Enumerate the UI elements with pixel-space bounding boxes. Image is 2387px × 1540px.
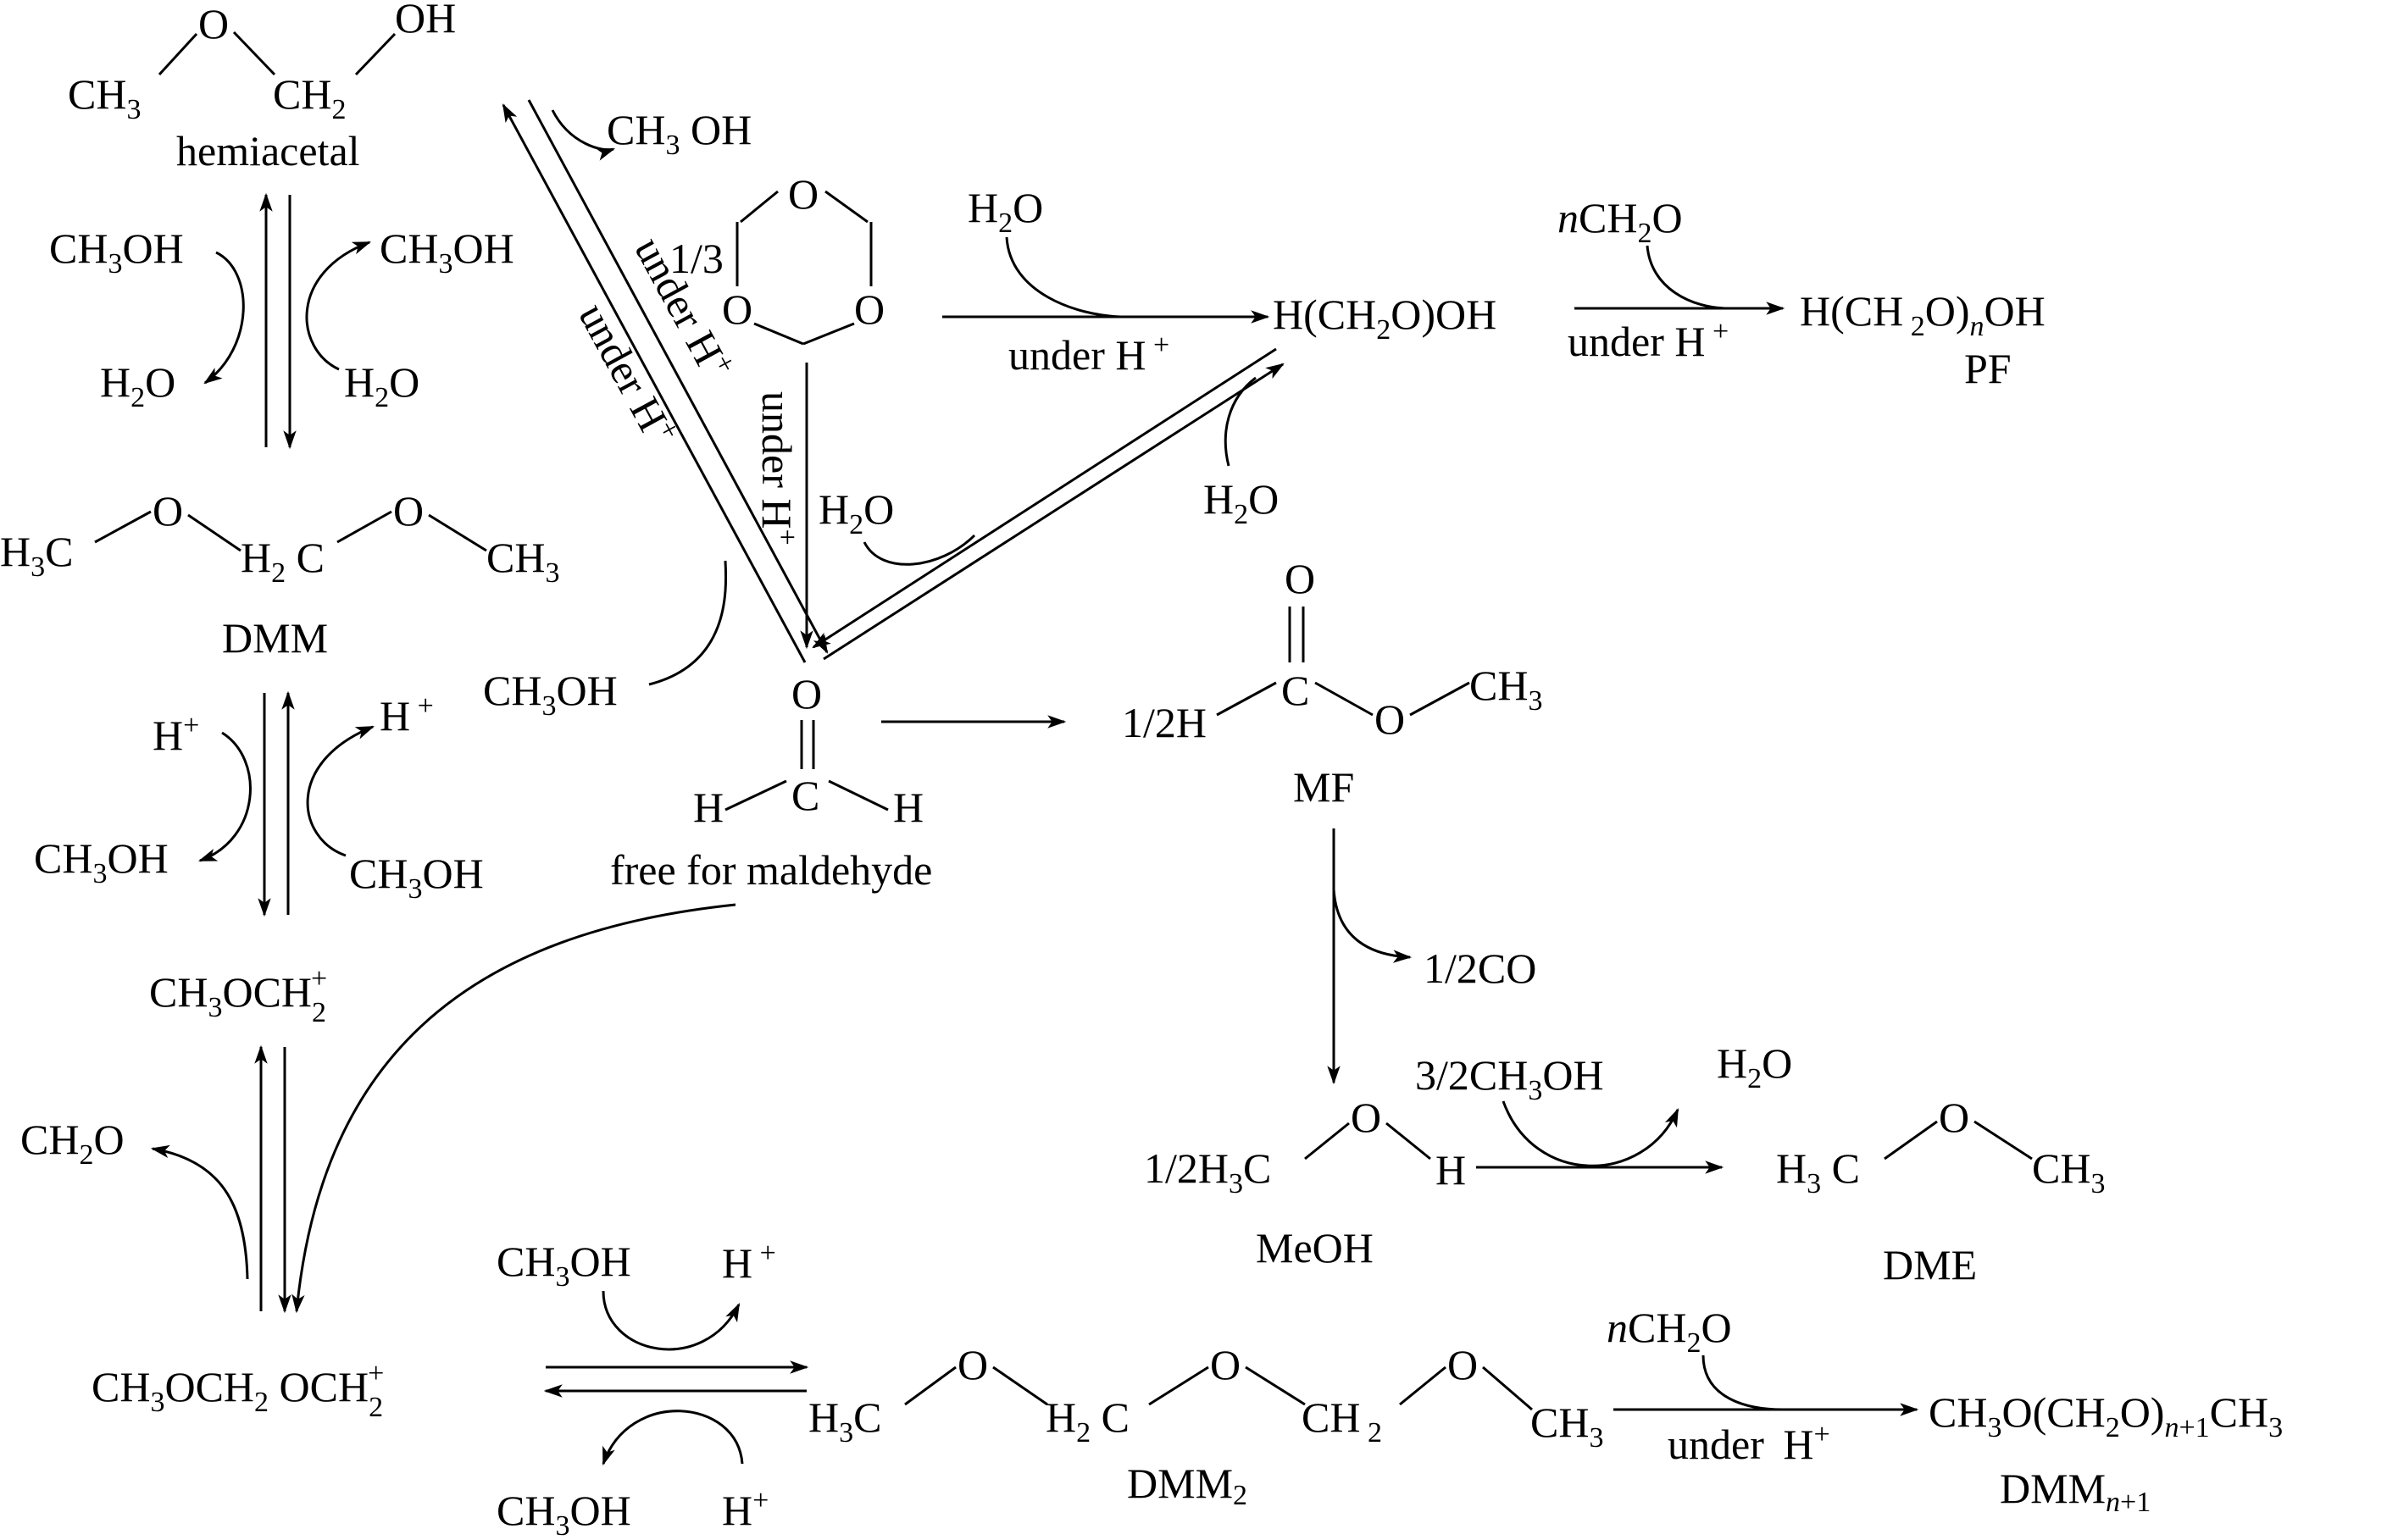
svg-text:CH3OH: CH3OH	[497, 1238, 631, 1293]
svg-text:O: O	[722, 285, 752, 333]
svg-text:O: O	[1939, 1094, 1969, 1141]
svg-text:C: C	[1281, 667, 1309, 714]
svg-text:1/2H: 1/2H	[1122, 699, 1207, 746]
dme-structure: H3 C O CH3 DME	[1776, 1094, 2105, 1288]
svg-text:1/2CO: 1/2CO	[1424, 944, 1536, 992]
dme-label: DME	[1883, 1241, 1977, 1288]
meoh-label: MeOH	[1256, 1224, 1374, 1271]
trioxane-decomposition: under H+	[753, 363, 813, 650]
methyl-formate-structure: 1/2H O C O CH3 MF	[1122, 555, 1542, 811]
svg-text:O: O	[1374, 695, 1405, 743]
svg-text:H +: H +	[380, 690, 434, 740]
svg-text:H3C: H3C	[808, 1393, 881, 1449]
hemiacetal-dmm-equilibrium: CH3OH H2O CH3OH H2O	[49, 192, 514, 450]
svg-text:CH3OH: CH3OH	[497, 1487, 631, 1540]
svg-text:O: O	[1210, 1341, 1241, 1388]
svg-text:under H+: under H+	[753, 391, 802, 546]
svg-text:H3 C: H3 C	[1776, 1144, 1860, 1199]
svg-text:H2O: H2O	[344, 358, 419, 413]
svg-text:CH3OCH2 OCH2+: CH3OCH2 OCH2+	[92, 1358, 384, 1423]
svg-text:CH3: CH3	[486, 534, 559, 589]
svg-text:H2O: H2O	[100, 358, 175, 413]
one-third-coefficient: 1/3	[669, 235, 724, 282]
svg-text:nCH2O: nCH2O	[1557, 194, 1683, 249]
svg-text:O: O	[1447, 1341, 1478, 1388]
svg-text:H(CH2O)OH: H(CH2O)OH	[1273, 291, 1496, 346]
svg-text:H2O: H2O	[1203, 475, 1279, 530]
svg-text:H+: H+	[722, 1485, 769, 1534]
dmm-label: DMM	[222, 614, 328, 662]
svg-text:CH3OCH2+: CH3OCH2+	[149, 963, 327, 1028]
mf-label: MF	[1293, 763, 1354, 811]
svg-text:3/2CH3OH: 3/2CH3OH	[1415, 1051, 1604, 1106]
svg-text:CH3OH: CH3OH	[349, 850, 484, 905]
svg-text:H: H	[693, 784, 724, 831]
formaldehyde-structure: O C H H free for maldehyde	[610, 670, 932, 894]
svg-text:O: O	[153, 487, 183, 535]
svg-text:H(CH 2O)nOH: H(CH 2O)nOH	[1800, 287, 2046, 342]
svg-text:under H +: under H +	[1008, 330, 1169, 379]
svg-text:CH3OH: CH3OH	[49, 224, 184, 280]
dme-formation: 3/2CH3OH H2O	[1415, 1039, 1792, 1174]
svg-text:CH3OH: CH3OH	[34, 834, 169, 889]
svg-text:H+: H+	[153, 710, 199, 759]
svg-text:CH2O: CH2O	[20, 1116, 125, 1171]
svg-text:H2 C: H2 C	[241, 534, 325, 589]
svg-text:H2O: H2O	[1717, 1039, 1792, 1094]
svg-text:O: O	[791, 670, 822, 717]
glycol-formaldehyde-equilibrium: H2O H2O	[812, 347, 1285, 661]
svg-text:CH3: CH3	[68, 70, 141, 125]
svg-text:H2O: H2O	[819, 485, 894, 540]
svg-text:O: O	[1285, 555, 1315, 602]
svg-text:O: O	[788, 170, 819, 218]
svg-text:OH: OH	[395, 0, 456, 42]
svg-text:O: O	[1351, 1094, 1381, 1141]
pf-label: PF	[1964, 345, 2012, 392]
hemiacetal-structure: CH3 O CH2 OH hemiacetal	[68, 0, 456, 174]
svg-text:nCH2O: nCH2O	[1607, 1304, 1732, 1359]
methylene-glycol: H(CH2O)OH	[1273, 291, 1496, 346]
svg-text:1/2H3C: 1/2H3C	[1144, 1144, 1271, 1199]
trioxane-hydrolysis: H2O under H +	[942, 184, 1270, 379]
methoxymethoxymethyl-cation: CH3OCH2 OCH2+	[92, 1358, 384, 1423]
svg-text:H +: H +	[722, 1238, 776, 1287]
svg-text:H3C: H3C	[0, 528, 73, 583]
svg-text:CH3 OH: CH3 OH	[607, 106, 752, 161]
dmm2-label: DMM2	[1127, 1460, 1247, 1511]
svg-text:C: C	[791, 772, 819, 819]
paraformaldehyde-formation: nCH2O under H + H(CH 2O)nOH PF	[1557, 194, 2046, 392]
svg-text:CH3OH: CH3OH	[380, 224, 514, 280]
mf-decomposition: 1/2CO	[1327, 828, 1536, 1085]
methoxymethyl-cation: CH3OCH2+	[149, 963, 327, 1028]
svg-text:O: O	[854, 285, 885, 333]
free-formaldehyde-label: free for maldehyde	[610, 846, 932, 894]
svg-text:H: H	[1435, 1146, 1466, 1194]
dmm-chain-growth: nCH2O under H+ CH3O(CH2O)n+1CH3 DMMn+1	[1607, 1304, 2283, 1518]
dmm2-structure: H3C O H2 C O CH 2 O CH3 DMM2	[808, 1341, 1603, 1511]
dmm-cation-equilibrium: H+ CH3OH H + CH3OH	[34, 690, 484, 917]
svg-text:CH3O(CH2O)n+1CH3: CH3O(CH2O)n+1CH3	[1929, 1388, 2283, 1443]
dmm-n1-label: DMMn+1	[2000, 1465, 2151, 1518]
svg-text:CH3: CH3	[1530, 1399, 1603, 1454]
svg-text:CH2: CH2	[273, 70, 346, 125]
hemiacetal-label: hemiacetal	[176, 127, 360, 174]
cation-chain-equilibrium: CH2O	[20, 903, 736, 1314]
svg-text:CH3: CH3	[2032, 1144, 2105, 1199]
svg-text:CH 2: CH 2	[1302, 1393, 1382, 1449]
svg-text:O: O	[958, 1341, 988, 1388]
methanol-structure: 1/2H3C O H MeOH	[1144, 1094, 1466, 1271]
svg-text:under H +: under H +	[1568, 316, 1729, 365]
trioxane-structure: 1/3 O O O	[669, 170, 885, 346]
dmm-structure: H3C O H2 C O CH3 DMM	[0, 487, 559, 662]
svg-text:H: H	[893, 784, 924, 831]
svg-text:CH3: CH3	[1469, 662, 1542, 717]
svg-text:H2 C: H2 C	[1046, 1393, 1130, 1449]
svg-text:under H+: under H+	[1668, 1419, 1830, 1468]
svg-text:CH3OH: CH3OH	[483, 667, 618, 722]
svg-text:O: O	[393, 487, 424, 535]
svg-text:H2O: H2O	[968, 184, 1043, 239]
dmm2-formation-equilibrium: CH3OH H + CH3OH H+	[497, 1238, 809, 1540]
hemiacetal-o: O	[198, 0, 229, 47]
